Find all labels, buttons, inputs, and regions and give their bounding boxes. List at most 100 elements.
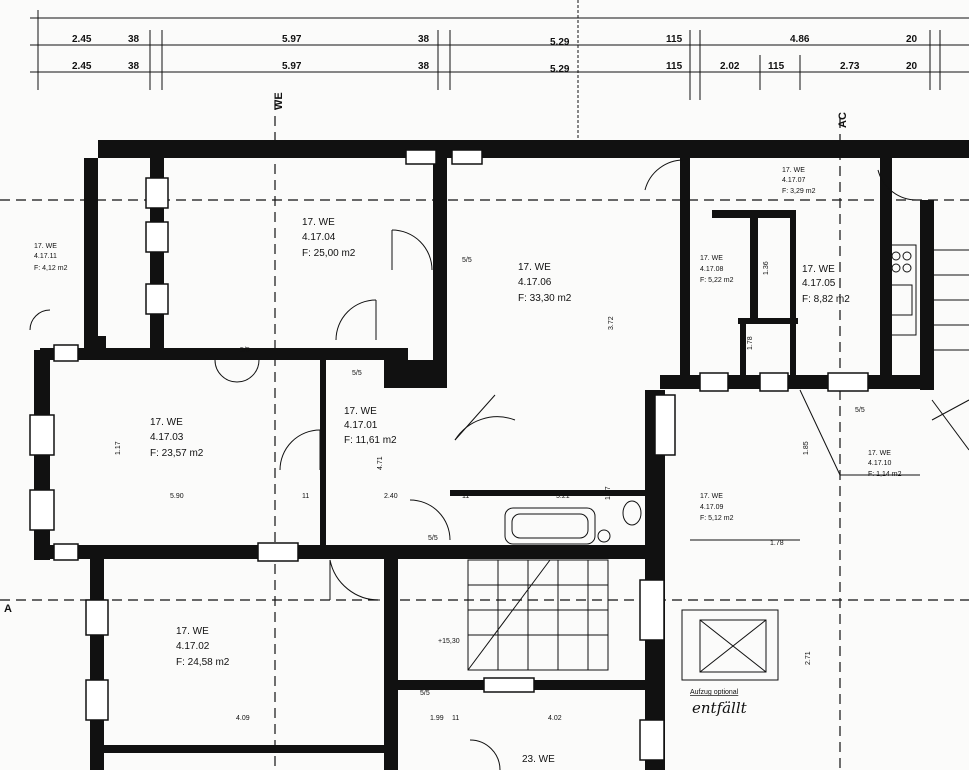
- svg-text:5/5: 5/5: [240, 347, 250, 354]
- svg-text:F: 5,12 m2: F: 5,12 m2: [700, 515, 734, 522]
- area-leader-line: [799, 389, 841, 476]
- svg-text:1.78: 1.78: [747, 336, 754, 350]
- dim-top1-0: 2.45: [72, 34, 92, 45]
- dimension-chain: [30, 10, 969, 100]
- svg-text:17. WE: 17. WE: [802, 264, 835, 275]
- svg-text:1.99: 1.99: [430, 715, 444, 722]
- svg-text:5/5: 5/5: [428, 535, 438, 542]
- svg-text:4.71: 4.71: [377, 456, 384, 470]
- svg-text:17. WE: 17. WE: [176, 626, 209, 637]
- svg-text:F: 1,14 m2: F: 1,14 m2: [868, 471, 902, 478]
- svg-text:F: 33,30 m2: F: 33,30 m2: [518, 293, 572, 304]
- elevator-label: Aufzug optional: [690, 689, 739, 696]
- svg-text:5/5: 5/5: [352, 370, 362, 377]
- interior-dimensions: 5.90 11 2.40 11 5.21 1.78 4.09 1.99 4.02…: [115, 261, 812, 722]
- svg-text:23. WE: 23. WE: [522, 754, 555, 765]
- svg-text:4.17.05: 4.17.05: [802, 278, 836, 289]
- room-4-17-05: 17. WE 4.17.05 F: 8,82 m2: [802, 264, 850, 305]
- svg-text:5/5: 5/5: [855, 407, 865, 414]
- svg-text:17. WE: 17. WE: [782, 167, 805, 174]
- svg-text:5/5: 5/5: [462, 257, 472, 264]
- svg-text:11: 11: [462, 493, 469, 500]
- svg-text:4.17.02: 4.17.02: [176, 641, 210, 652]
- dim-top1-1: 38: [128, 34, 140, 45]
- dim-top2-7: 115: [768, 61, 785, 72]
- room-4-17-07: 17. WE 4.17.07 F: 3,29 m2: [782, 167, 816, 195]
- svg-text:17. WE: 17. WE: [150, 417, 183, 428]
- dim-top2-6: 2.02: [720, 61, 740, 72]
- svg-text:5.21: 5.21: [556, 493, 570, 500]
- svg-text:4.17.01: 4.17.01: [344, 420, 378, 431]
- svg-text:17. WE: 17. WE: [302, 217, 335, 228]
- kitchen-unit: [885, 244, 917, 336]
- room-4-17-04: 17. WE 4.17.04 F: 25,00 m2: [302, 217, 356, 259]
- dim-top1-7: 20: [906, 34, 918, 45]
- svg-text:2.71: 2.71: [805, 651, 812, 665]
- svg-text:4.17.09: 4.17.09: [700, 504, 723, 511]
- svg-text:17. WE: 17. WE: [700, 255, 723, 262]
- room-4-17-01: 17. WE 4.17.01 F: 11,61 m2: [344, 406, 397, 446]
- room-4-17-02: 17. WE 4.17.02 F: 24,58 m2: [176, 626, 230, 668]
- dim-top2-0: 2.45: [72, 61, 92, 72]
- svg-text:F: 5,22 m2: F: 5,22 m2: [700, 277, 734, 284]
- svg-text:17. WE: 17. WE: [868, 450, 891, 457]
- dim-top2-1: 38: [128, 61, 140, 72]
- svg-text:F: 8,82 m2: F: 8,82 m2: [802, 294, 850, 305]
- svg-text:4.17.07: 4.17.07: [782, 177, 805, 184]
- doors: [29, 159, 919, 770]
- svg-text:3.72: 3.72: [608, 316, 615, 330]
- svg-text:1.85: 1.85: [803, 441, 810, 455]
- elevator-shaft: [681, 609, 779, 681]
- svg-text:17. WE: 17. WE: [700, 493, 723, 500]
- svg-text:4.02: 4.02: [548, 715, 562, 722]
- dim-top1-4: 5.29: [550, 37, 570, 48]
- svg-text:F: 23,57 m2: F: 23,57 m2: [150, 448, 204, 459]
- svg-text:5/5: 5/5: [420, 690, 430, 697]
- elevator-note: entfällt: [692, 699, 748, 717]
- room-23-we: 23. WE: [522, 754, 555, 765]
- dim-top2-2: 5.97: [282, 61, 302, 72]
- svg-text:F: 24,58 m2: F: 24,58 m2: [176, 657, 230, 668]
- dim-top1-6: 4.86: [790, 34, 810, 45]
- dim-top1-2: 5.97: [282, 34, 302, 45]
- svg-text:F: 3,29 m2: F: 3,29 m2: [782, 188, 816, 195]
- svg-text:1.37: 1.37: [605, 486, 612, 500]
- svg-text:1.78: 1.78: [770, 540, 784, 547]
- room-4-17-10: 17. WE 4.17.10 F: 1,14 m2: [868, 450, 902, 478]
- dim-top1-3: 38: [418, 34, 430, 45]
- axis-label-we: WE: [273, 92, 285, 110]
- svg-text:11: 11: [302, 493, 309, 500]
- dim-top2-8: 2.73: [840, 61, 860, 72]
- room-4-17-08: 17. WE 4.17.08 F: 5,22 m2: [700, 255, 734, 284]
- svg-text:4.17.06: 4.17.06: [518, 277, 552, 288]
- level-mark: +15,30: [438, 638, 460, 645]
- svg-text:4.17.08: 4.17.08: [700, 266, 723, 273]
- staircase: [467, 249, 969, 671]
- axis-we: WE: [273, 92, 285, 110]
- svg-text:F: 11,61 m2: F: 11,61 m2: [344, 435, 397, 446]
- svg-text:4.17.04: 4.17.04: [302, 232, 336, 243]
- svg-text:F: 25,00 m2: F: 25,00 m2: [302, 248, 356, 259]
- door-labels: 5/5 5/5 5/5 5/5 5/5 5/5: [240, 257, 865, 697]
- dim-top2-3: 38: [418, 61, 430, 72]
- room-4-17-09: 17. WE 4.17.09 F: 5,12 m2: [700, 493, 734, 522]
- axis-ac: AC: [837, 112, 849, 128]
- svg-text:17. WE: 17. WE: [518, 262, 551, 273]
- room-4-17-06: 17. WE 4.17.06 F: 33,30 m2: [518, 262, 572, 304]
- svg-text:F: 4,12 m2: F: 4,12 m2: [34, 265, 68, 272]
- svg-text:2.40: 2.40: [384, 493, 398, 500]
- room-4-17-11: 17. WE 4.17.11 F: 4,12 m2: [34, 243, 68, 272]
- svg-text:4.09: 4.09: [236, 715, 250, 722]
- svg-text:4.17.11: 4.17.11: [34, 253, 57, 260]
- dim-top1-5: 115: [666, 34, 683, 45]
- windows: [29, 149, 869, 761]
- dim-top2-9: 20: [906, 61, 918, 72]
- svg-text:1.17: 1.17: [115, 441, 122, 455]
- svg-text:1.36: 1.36: [763, 261, 770, 275]
- svg-text:11: 11: [452, 715, 459, 722]
- svg-text:4.17.03: 4.17.03: [150, 432, 184, 443]
- svg-text:17. WE: 17. WE: [34, 243, 57, 250]
- axis-label-a: A: [4, 603, 12, 615]
